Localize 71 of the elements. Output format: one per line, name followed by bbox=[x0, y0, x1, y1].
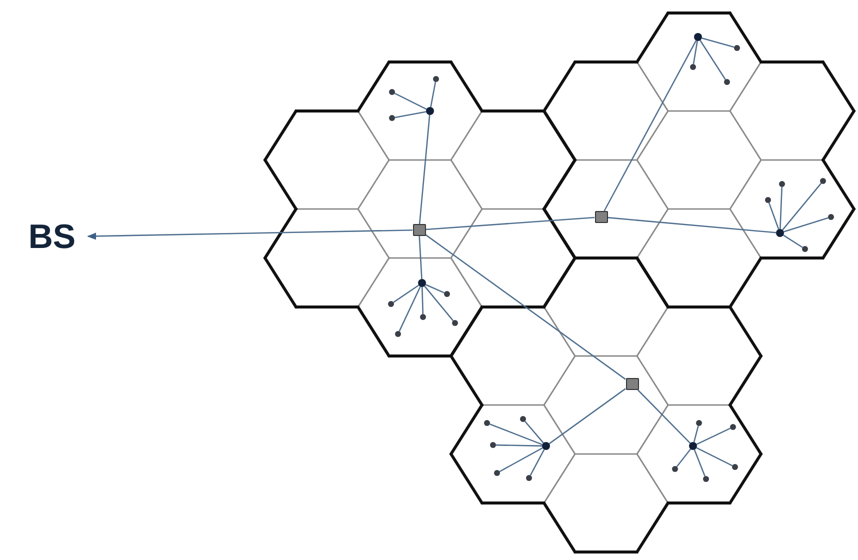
sensor-dot bbox=[444, 291, 450, 297]
connector-line bbox=[490, 423, 542, 446]
connector-line bbox=[421, 286, 424, 314]
connector-line bbox=[780, 186, 783, 230]
connector-line bbox=[425, 216, 595, 230]
sensor-dot bbox=[820, 178, 826, 184]
sensor-dot bbox=[395, 331, 401, 337]
sensor-dot bbox=[494, 470, 500, 476]
connector-line bbox=[607, 216, 776, 234]
connector-line bbox=[430, 82, 436, 108]
connector-line bbox=[702, 37, 734, 48]
sensor-dot bbox=[690, 64, 696, 70]
connector-line bbox=[784, 217, 828, 232]
connector-line bbox=[692, 40, 698, 64]
sensor-dot bbox=[484, 420, 490, 426]
sensor-dot bbox=[388, 301, 394, 307]
gateway-square bbox=[594, 211, 608, 223]
cluster-head-dot bbox=[689, 442, 697, 450]
sensor-dot bbox=[696, 420, 702, 426]
sensor-dot bbox=[779, 181, 785, 187]
sensor-dot bbox=[828, 214, 834, 220]
connector-line bbox=[604, 40, 697, 212]
sensor-dot bbox=[703, 476, 709, 482]
cluster-head-dot bbox=[426, 107, 434, 115]
base-station-label: BS bbox=[16, 214, 88, 260]
sensor-dot bbox=[734, 45, 740, 51]
connector-line bbox=[398, 286, 421, 332]
connector-line bbox=[418, 236, 422, 280]
sensor-dot bbox=[490, 442, 496, 448]
connector-line bbox=[782, 182, 822, 230]
sensor-dot bbox=[802, 246, 808, 252]
sensor-dot bbox=[520, 416, 526, 422]
sensor-dot bbox=[452, 320, 458, 326]
connector-line bbox=[696, 428, 731, 445]
sensor-dot bbox=[389, 89, 395, 95]
sensor-dot bbox=[420, 314, 426, 320]
cluster-head-dot bbox=[694, 33, 702, 41]
connector-line bbox=[783, 234, 803, 248]
connector-line bbox=[425, 234, 626, 380]
connector-line bbox=[425, 284, 445, 294]
connector-line bbox=[393, 284, 420, 303]
sensor-dot bbox=[389, 115, 395, 121]
sensor-dot bbox=[672, 466, 678, 472]
connector-line bbox=[676, 448, 692, 468]
cluster-head-dot bbox=[542, 442, 550, 450]
connector-line bbox=[696, 447, 733, 466]
connector-line bbox=[548, 388, 626, 444]
sensor-dot bbox=[732, 464, 738, 470]
connector-line bbox=[700, 40, 726, 80]
connector-line bbox=[496, 444, 542, 447]
connector-line bbox=[394, 111, 426, 118]
sensor-dot bbox=[433, 76, 439, 82]
cluster-head-dot bbox=[776, 229, 784, 237]
connector-line bbox=[418, 114, 430, 224]
gateway-square bbox=[626, 378, 638, 390]
connector-line bbox=[424, 286, 454, 322]
connector-line bbox=[694, 449, 706, 476]
sensor-dot bbox=[765, 197, 771, 203]
sensor-dot bbox=[724, 79, 730, 85]
gateway-square bbox=[412, 224, 426, 236]
cluster-head-dot bbox=[418, 279, 426, 287]
arrow bbox=[87, 229, 413, 240]
sensor-dot bbox=[526, 475, 532, 481]
connector-line bbox=[768, 202, 780, 230]
connector-line bbox=[637, 390, 691, 444]
connector-line bbox=[524, 420, 544, 444]
sensor-dot bbox=[730, 424, 736, 430]
connector-line bbox=[499, 447, 543, 472]
connector-line bbox=[530, 449, 545, 476]
connector-line bbox=[394, 92, 427, 110]
connector-line bbox=[693, 426, 699, 442]
